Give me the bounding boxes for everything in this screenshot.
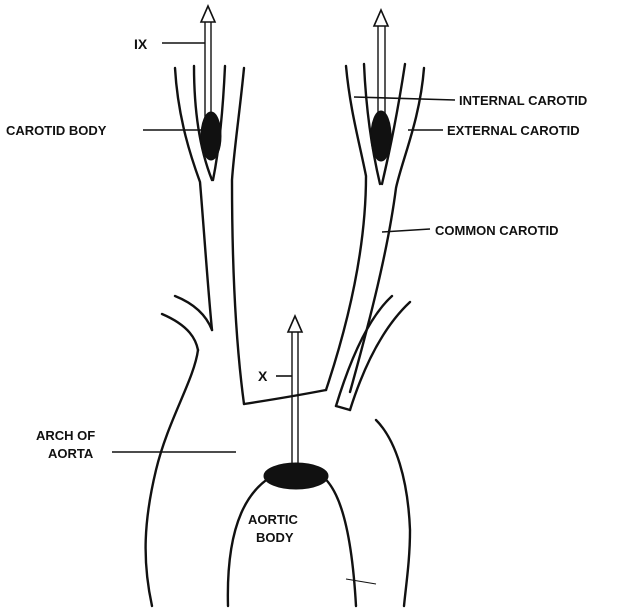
right-carotid-body [371,111,391,161]
label-common-carotid: COMMON CAROTID [435,223,559,238]
arch-top-notch [244,390,326,404]
right-subclavian-outer [336,296,392,406]
nerve-x-arrowhead [288,316,302,332]
arch-left-outer [146,350,198,606]
left-carotid-fork-outer [175,68,212,330]
label-arch-of-aorta-line1: ARCH OF [36,428,95,443]
label-arch-of-aorta-line2: AORTA [48,446,94,461]
left-carotid-fork-outer-right [232,68,244,404]
label-nerve-ix: IX [134,36,148,52]
label-internal-carotid: INTERNAL CAROTID [459,93,587,108]
left-subclavian-inner [162,314,198,350]
label-aortic-body-line2: BODY [256,530,294,545]
leader-internal-carotid [354,97,455,100]
right-nerve-arrowhead [374,10,388,26]
leader-lines [112,43,455,452]
right-nerve [371,10,391,161]
label-external-carotid: EXTERNAL CAROTID [447,123,580,138]
aortic-body [264,463,328,489]
pencil-mark [346,579,376,584]
nerve-x [264,316,328,489]
nerve-ix [201,6,221,160]
arch-right-outer [376,420,410,606]
carotid-body [201,112,221,160]
right-subclavian-end [336,406,350,410]
left-carotid-vessels [162,66,244,404]
label-carotid-body: CAROTID BODY [6,123,107,138]
nerve-ix-arrowhead [201,6,215,22]
label-nerve-x: X [258,368,268,384]
label-aortic-body-line1: AORTIC [248,512,298,527]
